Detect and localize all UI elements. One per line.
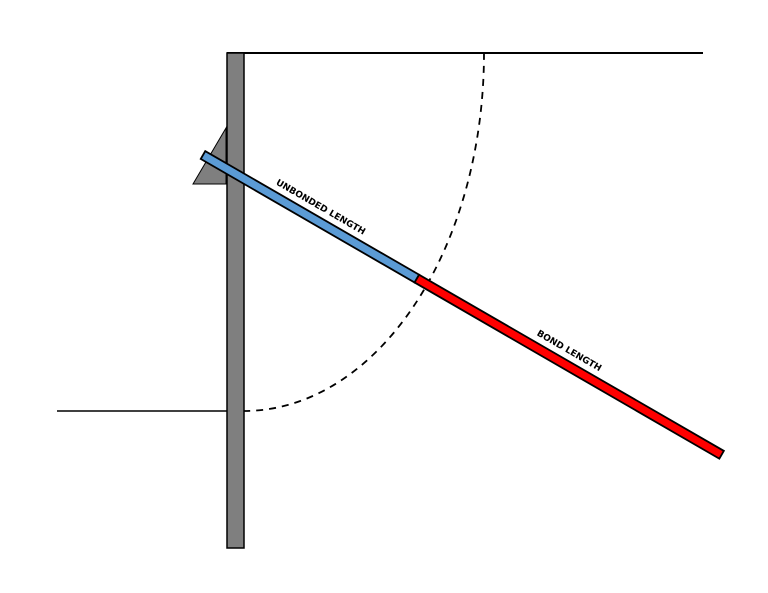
failure-surface-dashed (243, 52, 485, 412)
bond-tendon (413, 273, 726, 460)
retaining-wall (226, 52, 245, 549)
